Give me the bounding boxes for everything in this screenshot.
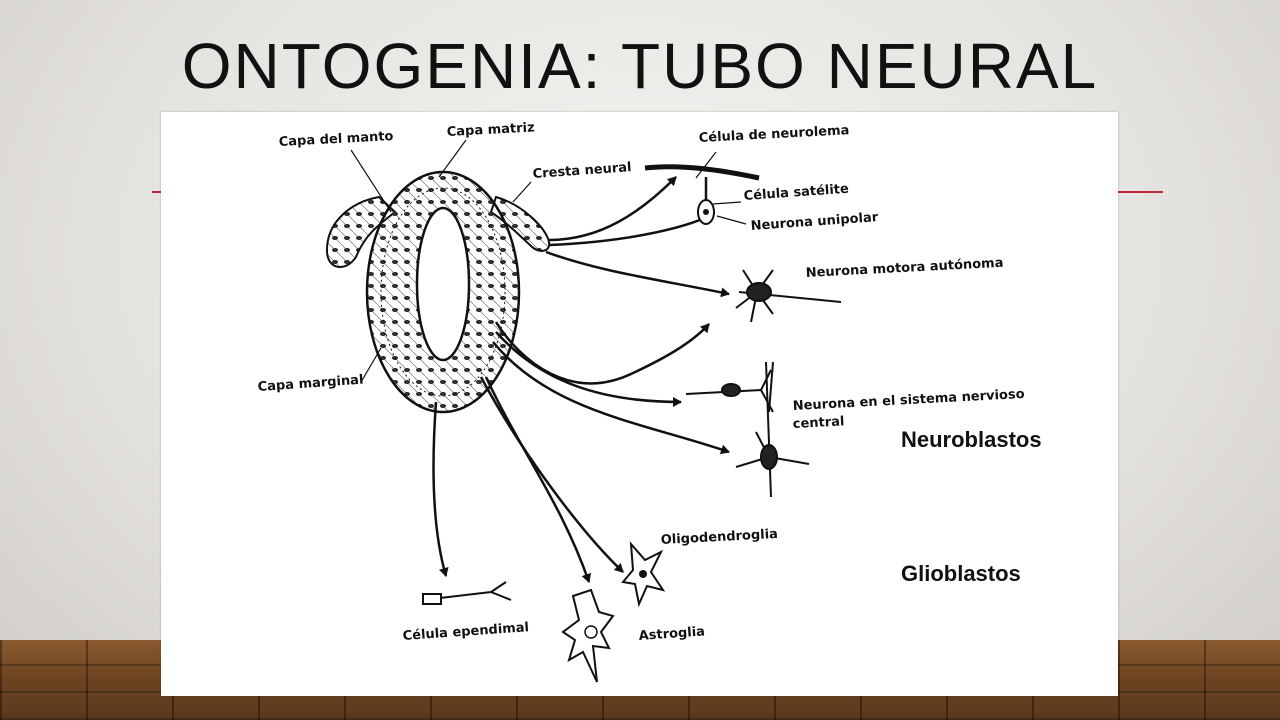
label-celula-neurolema: Célula de neurolema: [698, 123, 849, 146]
category-neuroblastos: Neuroblastos: [901, 427, 1042, 452]
label-capa-marginal: Capa marginal: [257, 373, 364, 395]
accent-line-left: [152, 191, 162, 193]
label-celula-satelite: Célula satélite: [743, 182, 849, 204]
label-neurona-snc-central: central: [792, 414, 844, 432]
label-capa-manto: Capa del manto: [278, 129, 393, 150]
neural-tube: [365, 170, 521, 414]
autonomic-motor-neuron: [735, 269, 842, 323]
pointer-lines: [350, 139, 747, 383]
label-neurona-motora: Neurona motora autónoma: [805, 256, 1003, 281]
label-oligodendroglia: Oligodendroglia: [660, 527, 778, 548]
ependymal-cell: [422, 581, 512, 605]
slide-title: ONTOGENIA: TUBO NEURAL: [181, 30, 1099, 102]
neural-crest-right: [489, 195, 551, 252]
cns-neuron-upper: [685, 369, 774, 413]
neural-tube-diagram: Capa del manto Capa matriz Cresta neural…: [257, 120, 1025, 683]
cns-neuron-lower: [735, 361, 810, 498]
label-neurona-unipolar: Neurona unipolar: [750, 210, 879, 234]
neural-crest-left: [325, 195, 397, 268]
category-glioblastos: Glioblastos: [901, 561, 1021, 586]
neurolemma-cell: [644, 164, 760, 225]
label-cresta-neural: Cresta neural: [532, 160, 632, 182]
neural-tube-figure: Capa del manto Capa matriz Cresta neural…: [161, 112, 1118, 696]
label-astroglia: Astroglia: [638, 624, 705, 644]
label-neurona-snc: Neurona en el sistema nervioso: [792, 387, 1025, 414]
neural-canal: [415, 206, 471, 362]
accent-line-right: [1118, 191, 1163, 193]
label-capa-matriz: Capa matriz: [446, 120, 535, 140]
label-celula-ependimal: Célula ependimal: [402, 620, 529, 644]
oligodendroglia-cell: [621, 541, 666, 608]
astroglia-cell: [561, 588, 615, 683]
